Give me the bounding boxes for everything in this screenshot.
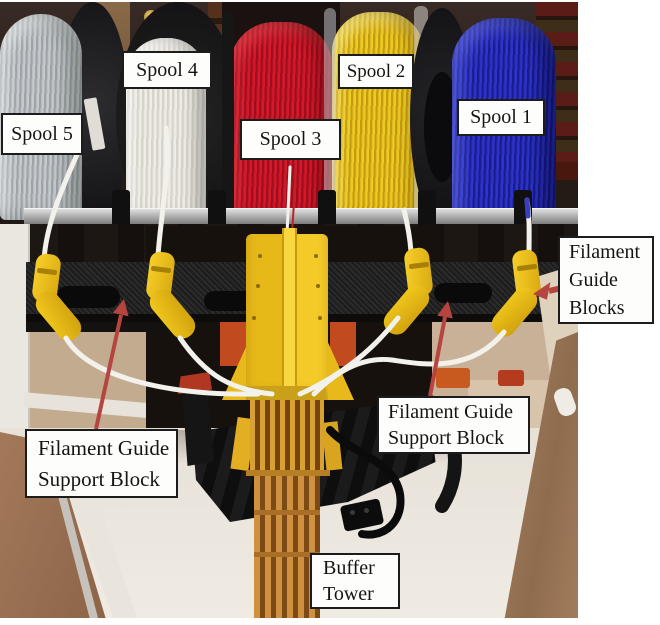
tower-screw xyxy=(252,316,256,320)
tower-screw xyxy=(318,316,322,320)
label-filament-guide-blocks: Filament Guide Blocks xyxy=(558,236,654,324)
beam-slot xyxy=(56,286,120,308)
spool-2-clear-flange-left xyxy=(324,8,336,222)
label-spool-5: Spool 5 xyxy=(1,113,83,155)
tower-base-ridge xyxy=(254,510,320,515)
beam-slot xyxy=(434,283,492,303)
label-spool-3: Spool 3 xyxy=(240,119,341,160)
label-spool-4-text: Spool 4 xyxy=(136,58,198,81)
label-buffer-tower-text: Buffer Tower xyxy=(323,557,375,605)
label-spool-1: Spool 1 xyxy=(457,99,545,136)
label-filament-guide-support-block-right: Filament Guide Support Block xyxy=(377,396,530,454)
label-spool-2-text: Spool 2 xyxy=(346,60,406,82)
tower-screw xyxy=(316,284,320,288)
tower-screw xyxy=(314,254,318,258)
tower-screw xyxy=(258,254,262,258)
spool-2-filament xyxy=(332,12,424,220)
spool-rail xyxy=(24,208,578,225)
label-spool-4: Spool 4 xyxy=(122,51,212,89)
label-buffer-tower: Buffer Tower xyxy=(310,553,400,609)
tower-screw xyxy=(256,284,260,288)
buffer-tower-fin xyxy=(282,228,297,400)
filament-guide-block-2 xyxy=(142,250,201,348)
spool-3-flange-edge xyxy=(222,12,234,222)
filament-guide-block-4 xyxy=(486,248,548,346)
puck-dot xyxy=(364,508,369,513)
label-spool-1-text: Spool 1 xyxy=(470,106,532,128)
label-filament-guide-support-block-right-text: Filament Guide Support Block xyxy=(388,401,513,449)
label-filament-guide-blocks-text: Filament Guide Blocks xyxy=(569,241,641,319)
tower-tube-port-band xyxy=(248,386,326,400)
label-spool-5-text: Spool 5 xyxy=(11,122,73,145)
label-filament-guide-support-block-left: Filament Guide Support Block xyxy=(25,429,178,498)
tower-base-ridge xyxy=(254,552,320,557)
filament-guide-block-3 xyxy=(378,246,440,344)
tower-ledge xyxy=(246,470,330,476)
photo xyxy=(0,2,578,618)
printer-orange-part xyxy=(436,368,470,388)
buffer-tower-base xyxy=(254,476,320,618)
label-spool-3-text: Spool 3 xyxy=(259,128,322,150)
filament-guide-block-1 xyxy=(28,252,87,350)
tower-mid-vents xyxy=(250,400,324,474)
label-spool-2: Spool 2 xyxy=(338,54,414,89)
label-filament-guide-support-block-left-text: Filament Guide Support Block xyxy=(38,435,170,491)
printer-orange-part xyxy=(498,370,524,386)
puck-dot xyxy=(350,510,355,515)
